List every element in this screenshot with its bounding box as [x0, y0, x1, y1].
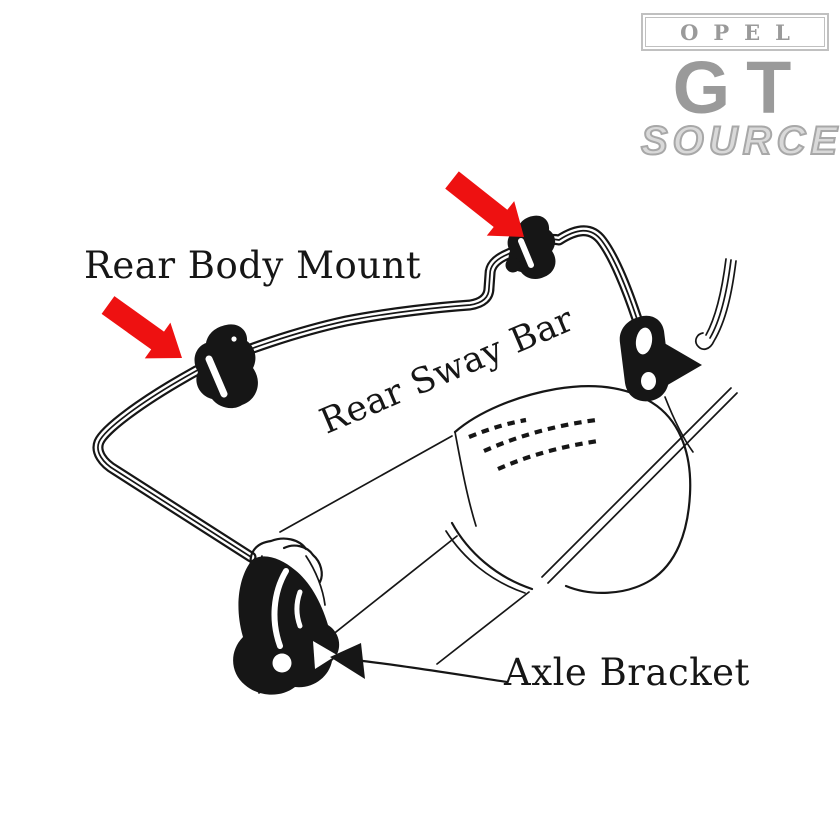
clamp-strap — [249, 537, 308, 572]
gt-logotype: GT — [672, 46, 808, 129]
axle-tube-lower-line — [436, 591, 530, 665]
pipe-line — [705, 258, 727, 336]
mount-slot — [518, 238, 534, 268]
pipe-line — [709, 259, 732, 339]
shock-rod-line — [541, 387, 732, 578]
opel-badge-frame: OPEL — [645, 17, 825, 47]
clamp-body — [233, 556, 340, 695]
mount-lobe — [505, 257, 521, 273]
axle-tube-collar-outer — [450, 521, 534, 591]
shock-absorber-lines — [541, 387, 738, 584]
exhaust-pipe — [694, 258, 737, 351]
clamp-notch — [313, 641, 337, 669]
brand-logo: OPEL GT SOURCE — [640, 13, 840, 164]
clamp-slot — [294, 589, 303, 629]
sway-bar-centerline — [97, 229, 651, 558]
shock-cross-line — [664, 396, 694, 453]
red-arrow-left-icon — [101, 296, 182, 359]
red-arrow-top-icon — [445, 171, 524, 237]
clamp-strap — [282, 544, 323, 584]
clamp-bolt-hole — [272, 653, 292, 673]
axle-bracket-right-shackle — [619, 315, 702, 402]
shackle-shadow-wedge — [659, 340, 702, 390]
source-wordmark: SOURCE — [640, 119, 840, 164]
mount-rubber — [194, 324, 258, 409]
label-rear-body-mount: Rear Body Mount — [84, 244, 422, 287]
rear-sway-bar-tube — [92, 225, 656, 563]
housing-hatching — [468, 417, 527, 439]
housing-hatching — [483, 417, 597, 453]
pipe-line — [694, 260, 737, 351]
mount-highlight — [231, 336, 237, 342]
differential-housing-left-edge — [454, 431, 477, 527]
shackle-body — [619, 315, 670, 402]
shackle-slot — [641, 372, 656, 390]
opel-badge-text: OPEL — [680, 20, 805, 45]
clamp-slot — [271, 568, 289, 649]
arrow-shaft — [361, 659, 509, 684]
clamp-strap — [305, 555, 326, 606]
shackle-slot — [635, 327, 653, 355]
axle-assembly — [258, 385, 692, 694]
axle-bracket-left-clamp — [233, 537, 340, 695]
body-mount-left — [194, 324, 258, 409]
arrow-head — [330, 643, 365, 679]
opel-badge: OPEL — [641, 13, 829, 51]
housing-hatching — [497, 438, 599, 471]
axle-tube-top-edge — [279, 435, 453, 533]
mount-slot — [205, 355, 228, 398]
differential-housing-outline — [453, 385, 692, 594]
shock-rod-line — [547, 392, 738, 584]
label-axle-bracket: Axle Bracket — [504, 651, 750, 694]
black-arrow-icon — [330, 643, 509, 684]
